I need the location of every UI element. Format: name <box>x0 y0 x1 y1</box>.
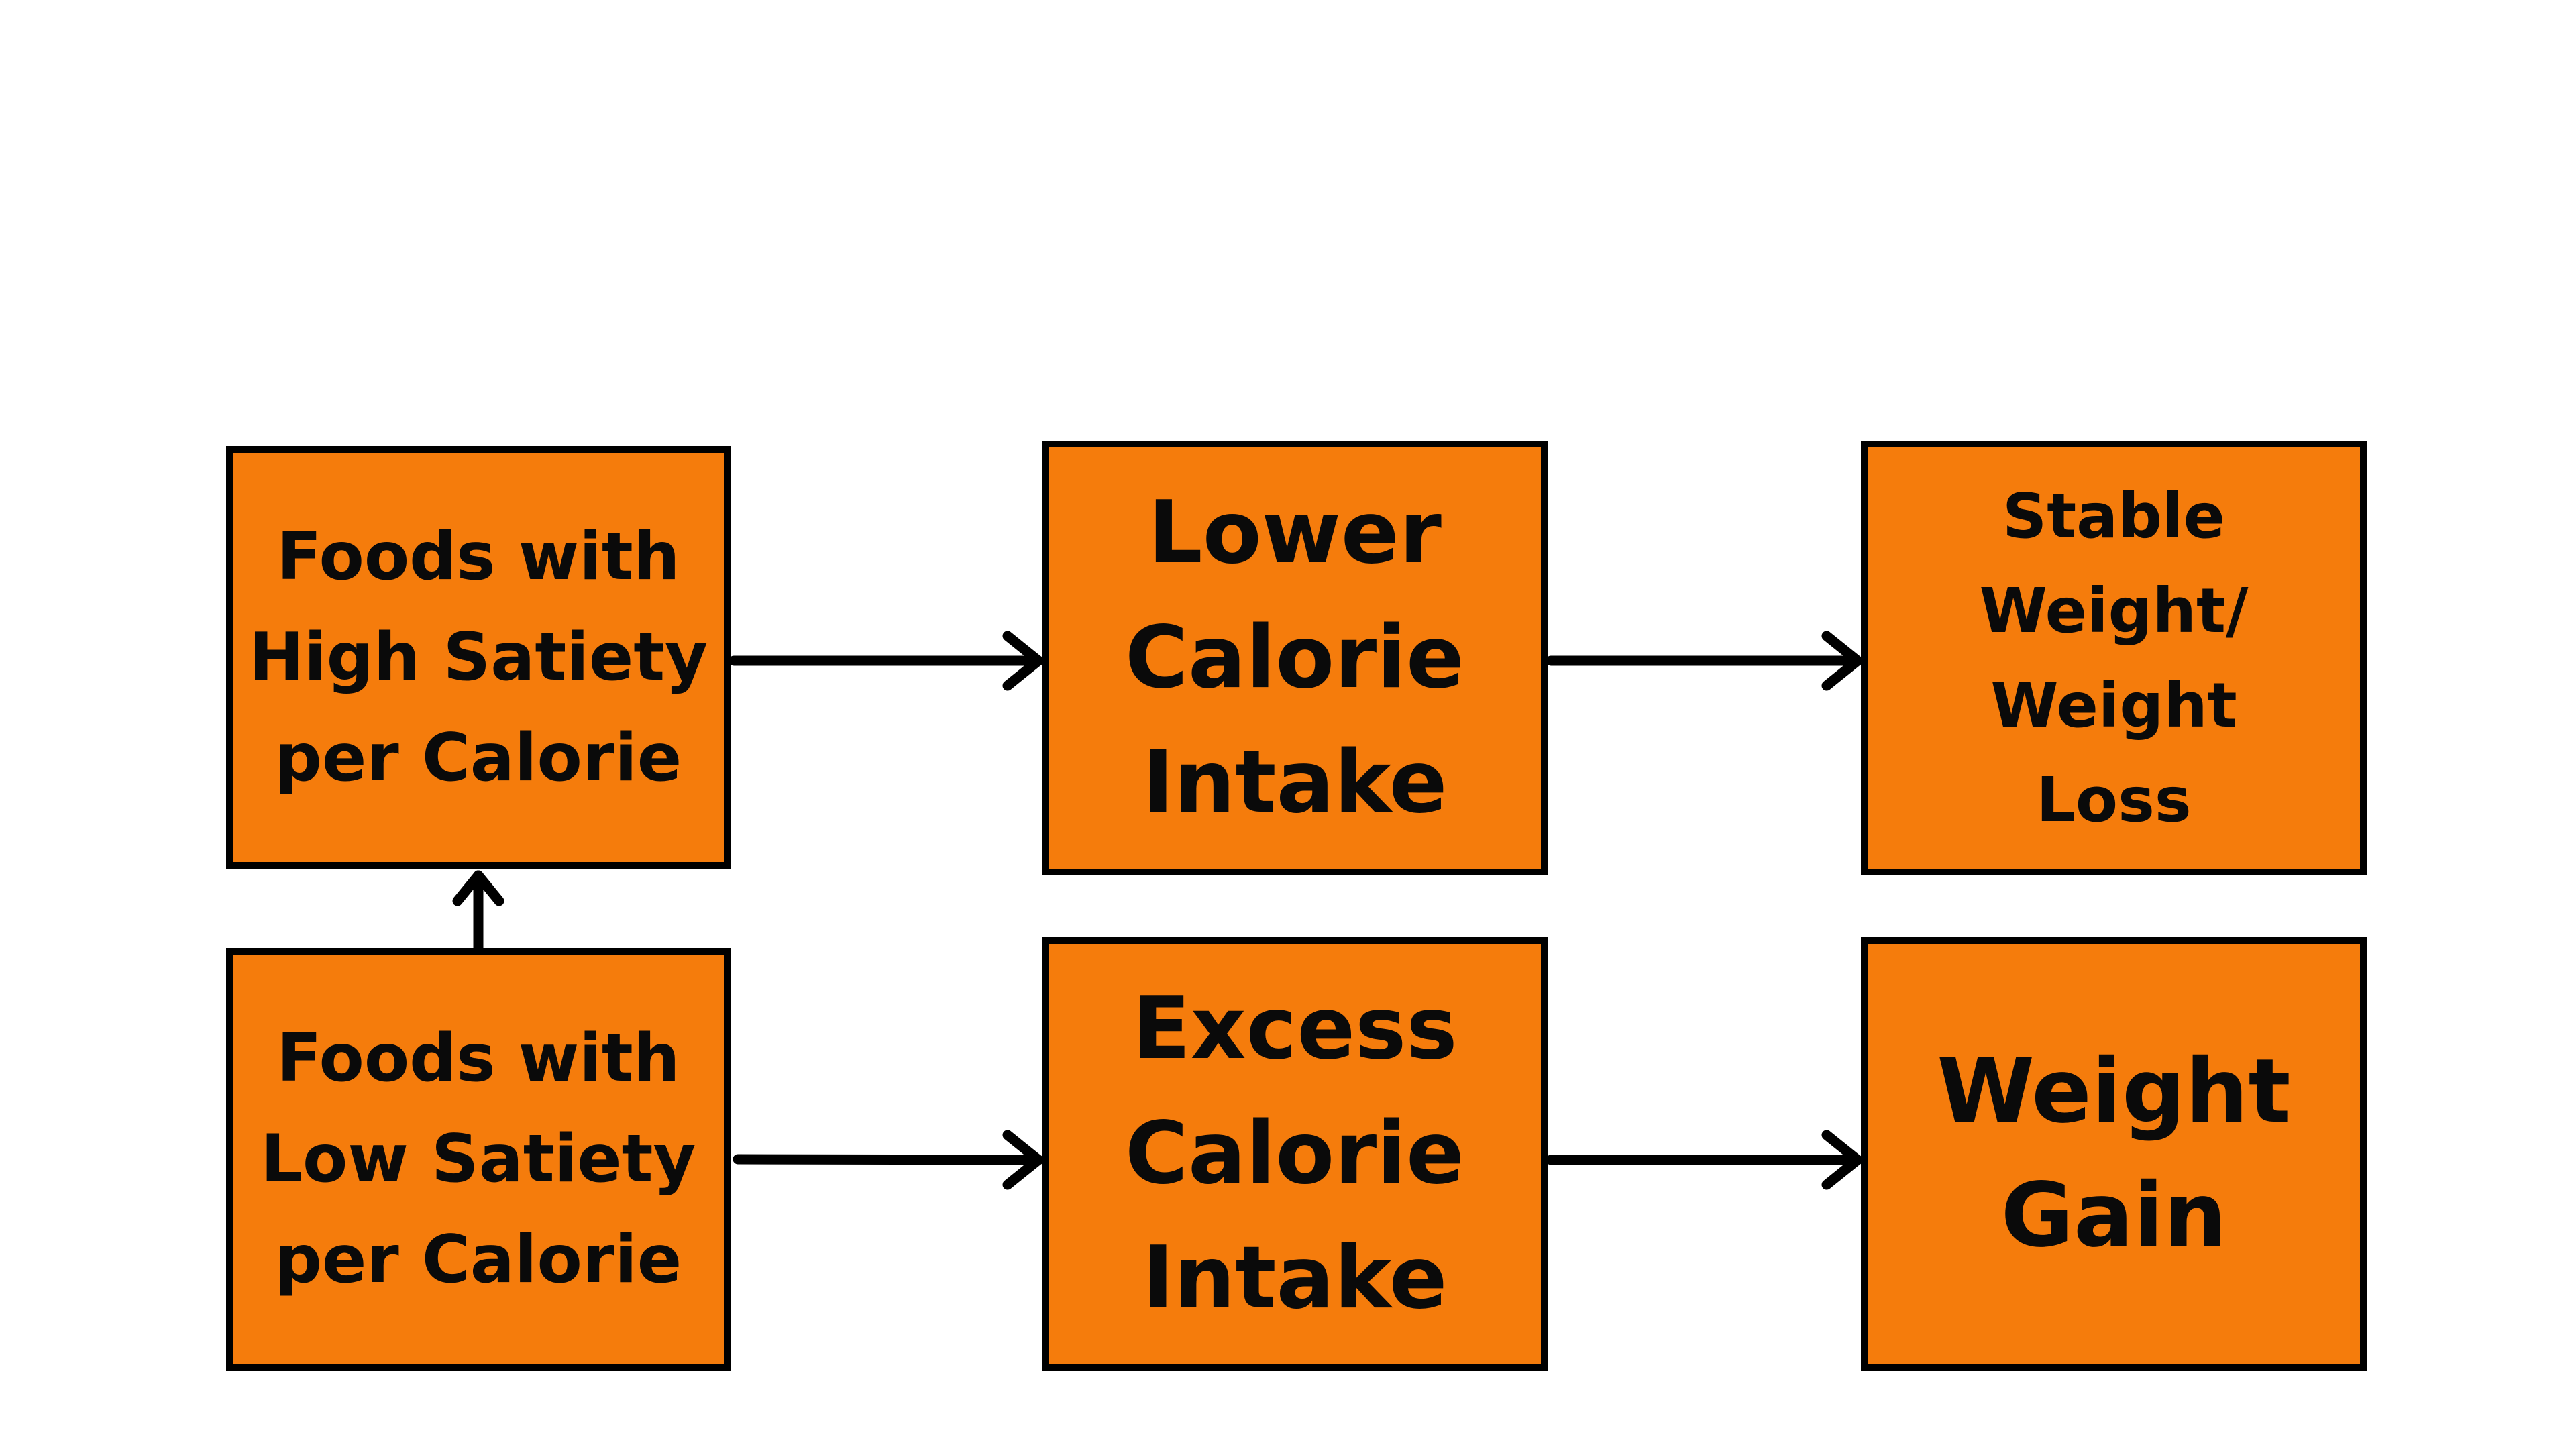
arrow-lower-intake-to-stable-weight <box>1546 631 1863 691</box>
node-label-line: Foods with <box>276 1020 680 1097</box>
node-high-satiety-foods: Foods with High Satiety per Calorie <box>226 446 731 869</box>
node-label-line: Gain <box>2000 1164 2227 1267</box>
node-label-line: Low Satiety <box>260 1121 696 1197</box>
node-label-line: Weight <box>1937 1040 2291 1143</box>
node-label-line: Intake <box>1142 733 1448 833</box>
node-label-line: Loss <box>2036 764 2192 836</box>
node-label-line: Lower <box>1148 483 1442 583</box>
node-label-line: Weight <box>1990 669 2237 741</box>
arrow-low-satiety-to-high-satiety <box>452 870 504 953</box>
node-label-line: Calorie <box>1125 608 1464 708</box>
arrow-low-satiety-to-excess-intake <box>733 1130 1044 1190</box>
node-label-line: Calorie <box>1125 1104 1464 1203</box>
node-label-line: per Calorie <box>274 720 682 796</box>
node-label-line: Excess <box>1132 979 1458 1079</box>
node-label-line: per Calorie <box>274 1222 682 1298</box>
arrow-excess-intake-to-weight-gain <box>1546 1130 1863 1190</box>
node-stable-weight-loss: Stable Weight/ Weight Loss <box>1861 441 2367 875</box>
node-low-satiety-foods: Foods with Low Satiety per Calorie <box>226 948 731 1371</box>
node-weight-gain: Weight Gain <box>1861 937 2367 1371</box>
arrow-high-satiety-to-lower-intake <box>729 631 1044 691</box>
node-excess-calorie-intake: Excess Calorie Intake <box>1042 937 1548 1371</box>
node-lower-calorie-intake: Lower Calorie Intake <box>1042 441 1548 875</box>
node-label-line: Intake <box>1142 1228 1448 1328</box>
node-label-line: Stable <box>2002 480 2226 552</box>
node-label-line: Weight/ <box>1979 575 2249 647</box>
node-label-line: High Satiety <box>249 619 708 696</box>
node-label-line: Foods with <box>276 519 680 595</box>
